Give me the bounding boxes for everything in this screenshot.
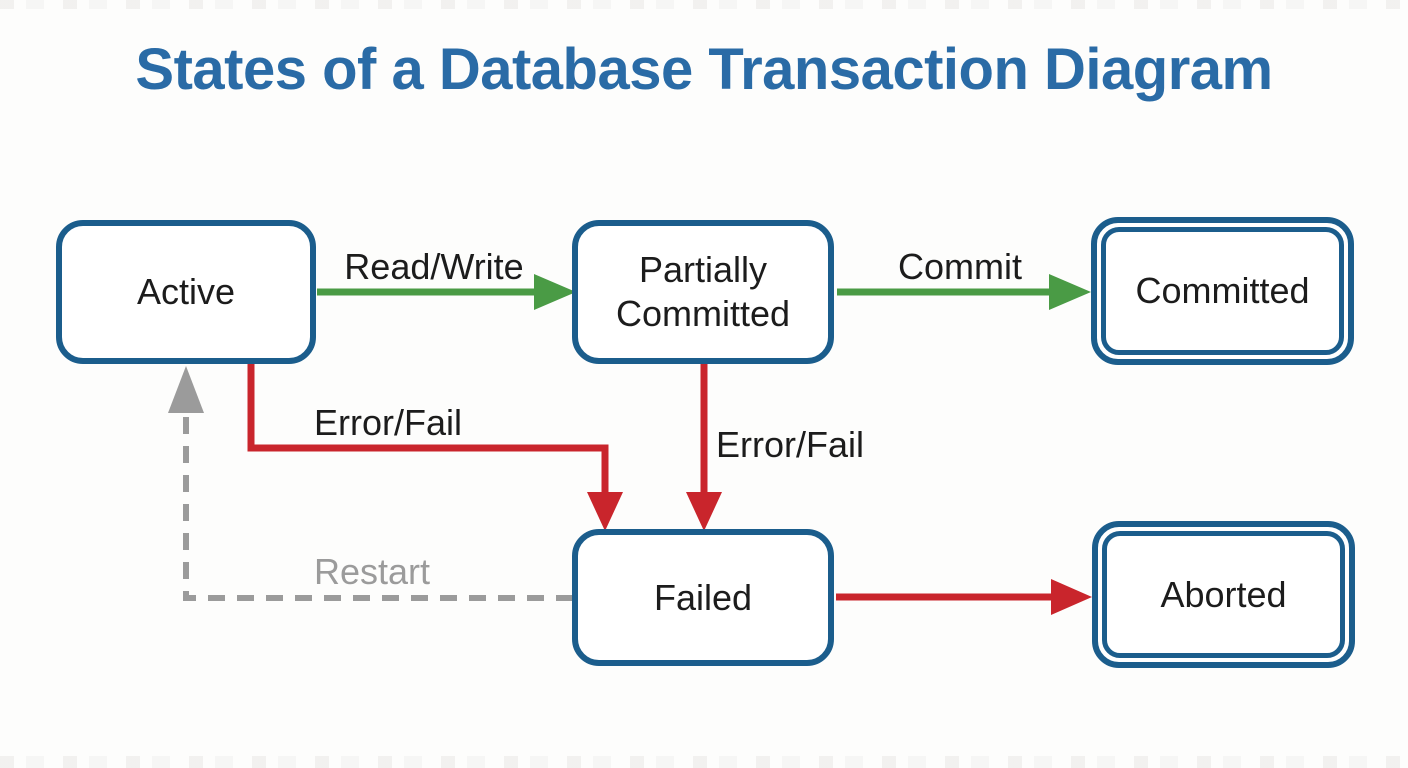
- edge-label-restart: Restart: [313, 551, 431, 592]
- node-failed-label: Failed: [653, 576, 753, 618]
- edge-partially-committed-to-failed-arrowhead: [686, 492, 722, 531]
- edge-failed-to-active-arrowhead: [168, 366, 204, 413]
- edge-active-to-partially-committed-arrowhead: [534, 274, 576, 310]
- node-aborted: Aborted: [1092, 521, 1355, 668]
- edge-failed-to-aborted-arrowhead: [1051, 579, 1092, 615]
- node-committed: Committed: [1091, 217, 1354, 365]
- edge-label-error-fail-active: Error/Fail: [313, 402, 463, 443]
- edge-label-read-write: Read/Write: [344, 246, 524, 287]
- node-aborted-inner-border: Aborted: [1102, 531, 1345, 658]
- bottom-noise-strip: [0, 756, 1408, 768]
- node-failed: Failed: [572, 529, 834, 666]
- node-partially-committed: Partially Committed: [572, 220, 834, 364]
- node-active: Active: [56, 220, 316, 364]
- node-committed-inner-border: Committed: [1101, 227, 1344, 355]
- node-partially-committed-label: Partially Committed: [615, 249, 791, 334]
- edge-label-error-fail-partially-committed: Error/Fail: [716, 424, 865, 465]
- node-active-label: Active: [136, 271, 236, 313]
- edge-active-to-failed-arrowhead: [587, 492, 623, 531]
- edge-partially-committed-to-committed-arrowhead: [1049, 274, 1091, 310]
- top-noise-strip: [0, 0, 1408, 9]
- node-committed-label: Committed: [1135, 270, 1310, 312]
- edge-label-commit: Commit: [898, 246, 1022, 287]
- diagram-title: States of a Database Transaction Diagram: [135, 37, 1273, 102]
- node-aborted-label: Aborted: [1160, 573, 1287, 615]
